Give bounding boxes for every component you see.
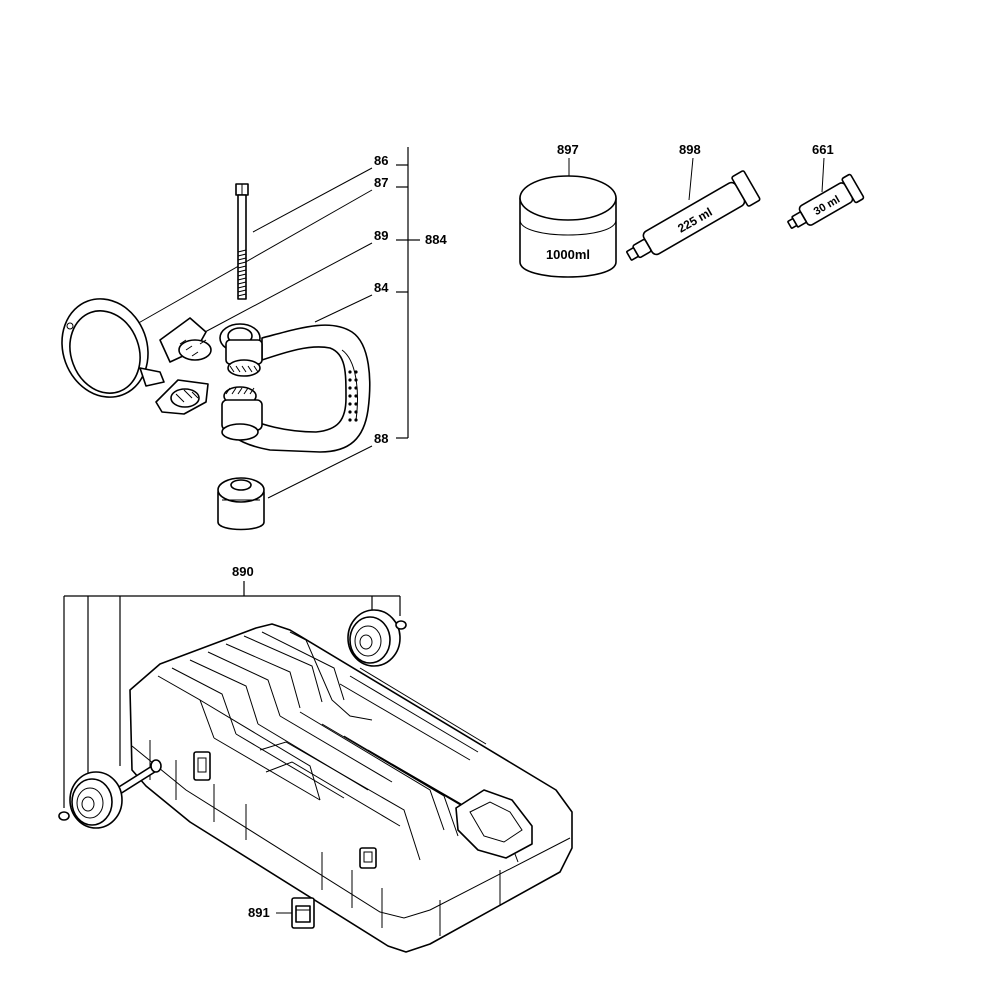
grease-jar-part: 1000ml	[519, 175, 617, 278]
cap-part	[217, 477, 265, 531]
latch-part	[291, 897, 315, 929]
leader-661	[821, 157, 825, 193]
callout-661: 661	[812, 142, 834, 157]
bracket-884	[396, 147, 420, 439]
callout-897: 897	[557, 142, 579, 157]
callout-884: 884	[425, 232, 447, 247]
callout-89: 89	[374, 228, 388, 243]
callout-86: 86	[374, 153, 388, 168]
callout-84: 84	[374, 280, 389, 295]
wheel-upper-part	[347, 609, 407, 667]
bolt-part	[235, 183, 249, 300]
clamp-pieces-part	[155, 317, 212, 415]
carrying-case-part	[113, 623, 573, 953]
leader-898	[688, 157, 694, 201]
callout-87: 87	[374, 175, 388, 190]
clamp-band-part	[61, 298, 165, 398]
leader-lines-top	[134, 167, 373, 499]
large-tube-part: 225 ml	[626, 170, 761, 261]
callout-898: 898	[679, 142, 701, 157]
callout-891: 891	[248, 905, 270, 920]
wheel-lower-part	[58, 771, 123, 829]
jar-volume-label: 1000ml	[546, 247, 590, 262]
callout-88: 88	[374, 431, 388, 446]
small-tube-part: 30 ml	[787, 173, 865, 229]
auxiliary-handle-part	[219, 323, 371, 453]
callout-890: 890	[232, 564, 254, 579]
